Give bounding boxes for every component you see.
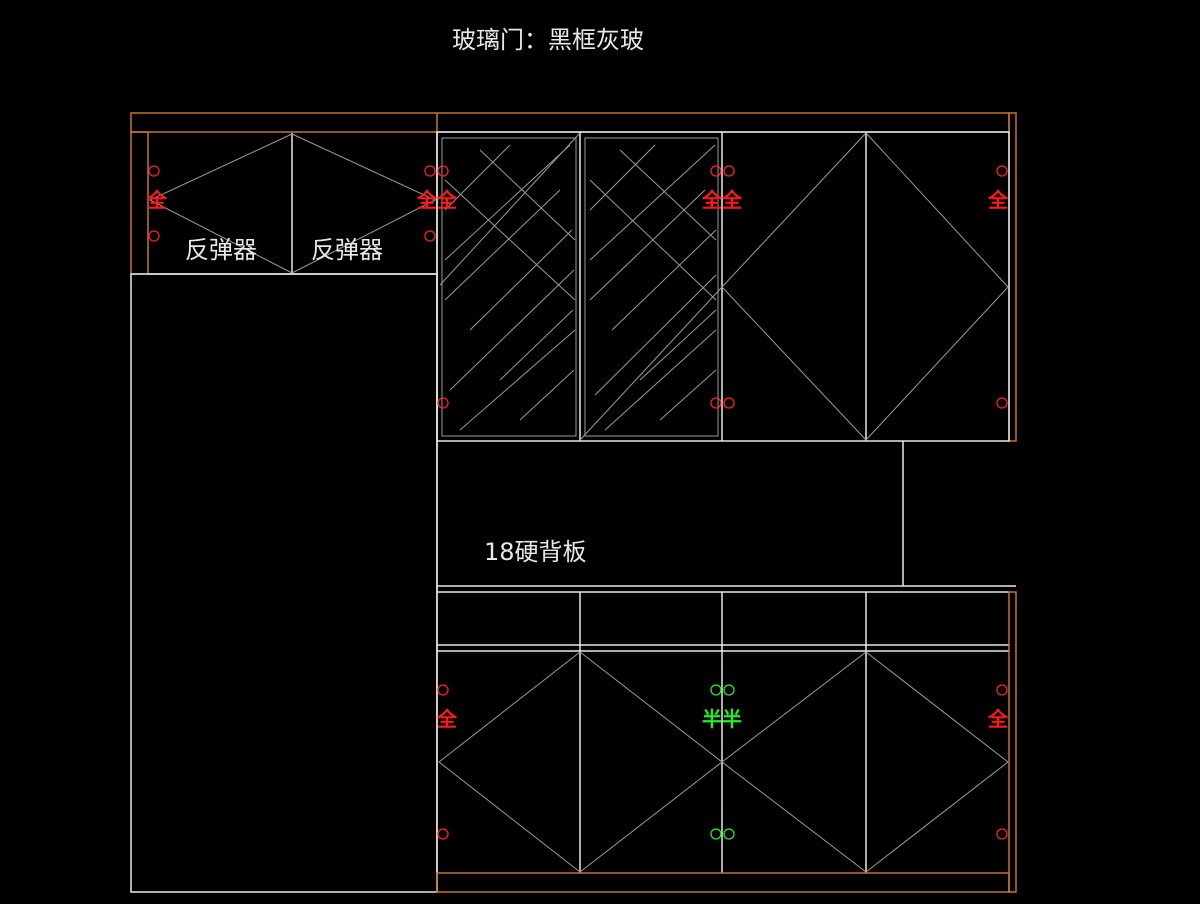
full-overlay-hinges: 全 全 全 全 全 全 全 全 bbox=[146, 165, 1009, 840]
flap-label-left: 反弹器 bbox=[185, 236, 257, 264]
hinge-half-mark: 半 bbox=[702, 707, 722, 731]
flap-label-right: 反弹器 bbox=[311, 236, 383, 264]
top-frame bbox=[130, 112, 1017, 442]
back-panel-label: 18硬背板 bbox=[484, 538, 587, 566]
drawing-title: 玻璃门：黑框灰玻 bbox=[452, 26, 644, 54]
tall-cabinet bbox=[130, 273, 438, 893]
hinge-half-mark: 半 bbox=[722, 707, 742, 731]
hinge-full-mark: 全 bbox=[987, 188, 1009, 212]
hinge-full-mark: 全 bbox=[436, 707, 458, 731]
back-panel: 18硬背板 bbox=[484, 441, 904, 586]
hinge-full-mark: 全 bbox=[987, 707, 1009, 731]
glass-door-right bbox=[584, 137, 719, 437]
hinge-full-mark: 全 bbox=[146, 188, 168, 212]
glass-door-left bbox=[441, 137, 577, 437]
half-overlay-hinges: 半 半 bbox=[702, 684, 742, 840]
hinge-full-mark: 全 bbox=[721, 188, 743, 212]
hinge-full-mark: 全 bbox=[436, 188, 458, 212]
flap-cabinet: 反弹器 反弹器 bbox=[148, 132, 438, 892]
hinge-full-mark: 全 bbox=[416, 188, 438, 212]
upper-wall-cabinet bbox=[436, 131, 1010, 442]
glass-hatch bbox=[444, 144, 717, 431]
base-cabinet bbox=[436, 585, 1017, 893]
hinge-full-mark: 全 bbox=[701, 188, 723, 212]
